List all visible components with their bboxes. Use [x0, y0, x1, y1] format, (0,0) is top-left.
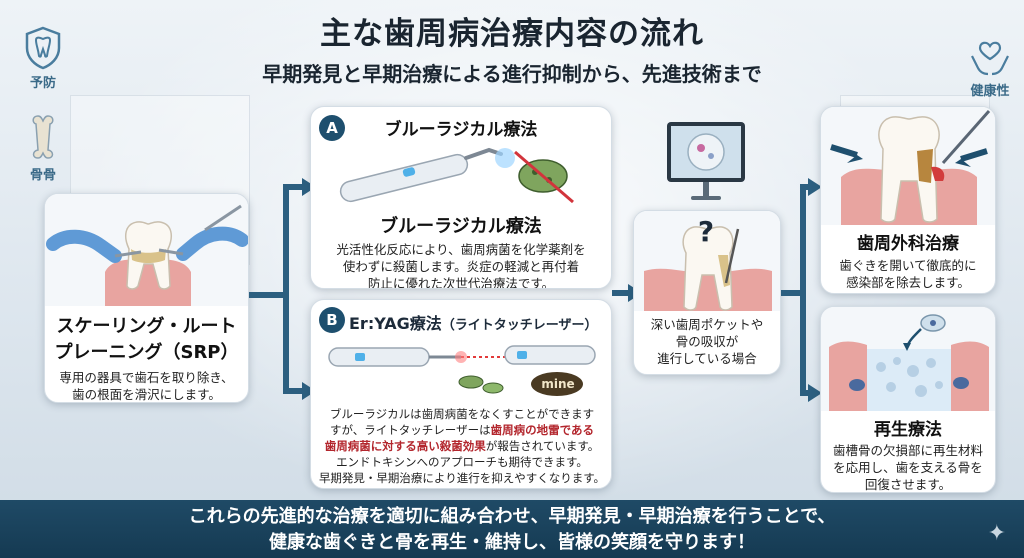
eryag-line2b: 歯周病の地雷である	[490, 423, 594, 438]
prevention-badge: 予防	[18, 26, 68, 91]
arrow-head-surgery	[808, 178, 822, 196]
eryag-line2a: すが、ライトタッチレーザーは	[330, 423, 491, 438]
question-mark-icon: ?	[697, 215, 715, 248]
eryag-line4: エンドトキシンへのアプローチも期待できます。	[336, 455, 588, 470]
deep-pocket-tooth-illustration	[634, 211, 780, 311]
arrow-head-regeneration	[808, 384, 822, 402]
srp-text-line2: 歯の根面を滑沢にします。	[72, 386, 221, 402]
surgery-tooth-illustration	[821, 107, 995, 225]
regeneration-title: 再生療法	[874, 420, 942, 440]
connector-to-surgery	[800, 184, 812, 190]
blue-radical-text-line1: 光活性化反応により、歯周病菌を化学薬剤を	[336, 242, 586, 257]
surgery-card: 歯周外科治療 歯ぐきを開いて徹底的に 感染部を除去します。	[820, 106, 996, 294]
health-label: 健康性	[970, 84, 1010, 99]
blue-radical-heading: ブルーラジカル療法	[384, 120, 538, 140]
deep-pocket-card: ? 深い歯周ポケットや 骨の吸収が 進行している場合	[633, 210, 781, 375]
srp-text-line1: 専用の器具で歯石を取り除き、	[59, 370, 234, 385]
srp-title-line2: プレーニング（SRP）	[54, 342, 239, 363]
deep-pocket-text-line1: 深い歯周ポケットや	[650, 317, 764, 332]
bone-badge: 骨骨	[18, 112, 68, 183]
blue-radical-device-illustration	[339, 147, 574, 204]
surgery-text-line1: 歯ぐきを開いて徹底的に	[839, 258, 977, 273]
prevention-label: 予防	[29, 76, 56, 91]
eryag-line3: 歯周病菌に対する高い殺菌効果が報告されています。	[315, 438, 609, 454]
bone-icon	[32, 115, 54, 159]
eryag-heading: Er:YAG療法	[349, 314, 442, 333]
health-badge: 健康性	[962, 38, 1018, 99]
badge-a: A	[319, 115, 345, 141]
blue-radical-card: A ブルーラジカル療法 ブルーラジカル療法 光活性化反応により、歯周病菌を化学薬…	[310, 106, 612, 289]
page-title: 主な歯周病治療内容の流れ	[320, 16, 704, 52]
connector-pocket-stem	[781, 290, 805, 296]
srp-title-line1: スケーリング・ルート	[56, 316, 237, 337]
hands-heart-icon	[971, 41, 1009, 76]
monitor-illustration	[667, 122, 745, 200]
regeneration-text-line1: 歯槽骨の欠損部に再生材料	[832, 443, 983, 458]
eryag-line3a: 歯周病菌に対する高い殺菌効果	[324, 439, 486, 454]
eryag-card: B Er:YAG療法（ライトタッチレーザー） mine ブルーラジカルは歯周病菌…	[310, 299, 612, 489]
regeneration-card: 再生療法 歯槽骨の欠損部に再生材料 を応用し、歯を支える骨を 回復させます。	[820, 306, 996, 493]
footer-banner: これらの先進的な治療を適切に組み合わせ、早期発見・早期治療を行うことで、 健康な…	[0, 500, 1024, 558]
badge-b: B	[319, 307, 345, 333]
deep-pocket-text-line3: 進行している場合	[657, 350, 757, 366]
regeneration-bone-illustration	[821, 307, 995, 411]
eryag-line2: すが、ライトタッチレーザーは歯周病の地雷である	[315, 422, 609, 438]
blue-radical-title: ブルーラジカル療法	[380, 216, 542, 237]
eryag-heading-sub: （ライトタッチレーザー）	[441, 318, 598, 333]
eryag-description: ブルーラジカルは歯周病菌をなくすことができます すが、ライトタッチレーザーは歯周…	[315, 406, 609, 486]
regeneration-text-line2: を応用し、歯を支える骨を	[833, 459, 983, 475]
eryag-line5: 早期発見・早期治療により進行を抑えやすくなります。	[318, 471, 606, 486]
mine-device-label: mine	[541, 377, 575, 391]
connector-srp-vertical	[283, 184, 289, 394]
connector-pocket-vertical	[800, 184, 806, 396]
eryag-line3b: が報告されています。	[485, 439, 600, 454]
footer-line1: これらの先進的な治療を適切に組み合わせ、早期発見・早期治療を行うことで、	[188, 506, 836, 527]
eryag-heading-row: Er:YAG療法（ライトタッチレーザー）	[349, 310, 609, 334]
connector-ab-to-pocket	[612, 290, 632, 296]
scaling-tooth-illustration	[45, 194, 248, 306]
bone-label: 骨骨	[29, 168, 56, 183]
connector-srp-stem	[249, 292, 287, 298]
sparkle-icon: ✦	[987, 521, 1006, 546]
page-subtitle: 早期発見と早期治療による進行抑制から、先進技術まで	[262, 62, 762, 86]
laser-device-illustration	[328, 345, 596, 396]
footer-line2: 健康な歯ぐきと骨を再生・維持し、皆様の笑顔を守ります！	[269, 532, 755, 553]
eryag-line1: ブルーラジカルは歯周病菌をなくすことができます	[329, 407, 595, 421]
blue-radical-text-line2: 使わずに殺菌します。炎症の軽減と再付着	[342, 258, 580, 274]
srp-card: スケーリング・ルート プレーニング（SRP） 専用の器具で歯石を取り除き、 歯の…	[44, 193, 249, 403]
surgery-text-line2: 感染部を除去します。	[846, 274, 970, 290]
regeneration-text-line3: 回復させます。	[864, 476, 952, 492]
deep-pocket-text-line2: 骨の吸収が	[675, 333, 739, 349]
shield-tooth-icon	[25, 26, 61, 70]
connector-to-b	[283, 388, 305, 394]
blue-radical-text-line3: 防止に優れた次世代治療法です。	[367, 275, 555, 289]
surgery-title: 歯周外科治療	[857, 234, 959, 254]
connector-to-regeneration	[800, 390, 812, 396]
connector-to-a	[283, 184, 305, 190]
